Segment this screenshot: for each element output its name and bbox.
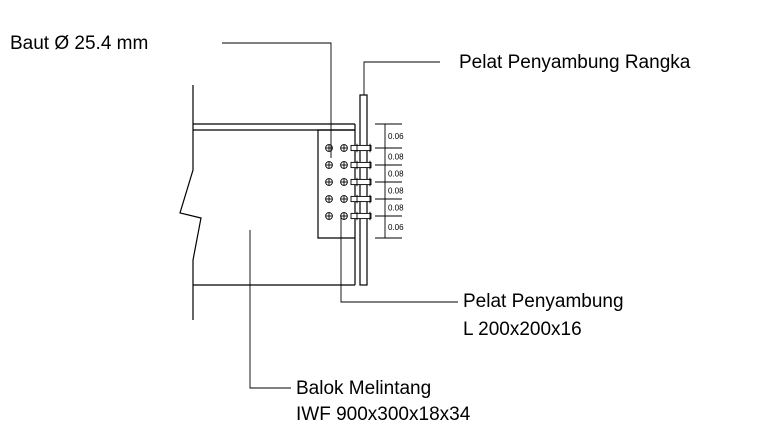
crossbeam-outline	[179, 85, 355, 320]
angle-splice-plate	[317, 124, 356, 285]
bolt-head	[340, 178, 348, 186]
bolt-head	[325, 161, 333, 169]
crossbeam-label: Balok Melintang	[296, 378, 431, 399]
dimension-label: 0.06	[388, 223, 404, 232]
bolt-head	[325, 178, 333, 186]
leader-lines	[222, 42, 458, 389]
bolt-shank	[350, 194, 372, 204]
bolt-head	[340, 195, 348, 203]
bolt-shank	[350, 177, 372, 187]
frame-plate-label: Pelat Penyambung Rangka	[459, 52, 691, 73]
dimension-label: 0.08	[388, 153, 404, 162]
frame-splice-plate	[359, 94, 368, 286]
dimension-label: 0.08	[388, 170, 404, 179]
dimension-label: 0.06	[388, 132, 404, 141]
splice-plate-label: Pelat Penyambung	[463, 291, 624, 312]
dimension-stack: 0.06 0.08 0.08 0.08 0.08 0.06	[375, 123, 404, 239]
bolt-label: Baut Ø 25.4 mm	[10, 33, 148, 54]
splice-plate-size-label: L 200x200x16	[463, 319, 582, 340]
bolt-head	[340, 212, 348, 220]
bolt-head	[325, 212, 333, 220]
dimension-label: 0.08	[388, 204, 404, 213]
bolt-head	[340, 144, 348, 152]
bolt-head	[325, 195, 333, 203]
bolt-shank	[350, 211, 372, 221]
bolt-group	[325, 143, 372, 221]
dimension-label: 0.08	[388, 187, 404, 196]
bolt-head	[340, 161, 348, 169]
bolt-shank	[350, 160, 372, 170]
crossbeam-size-label: IWF 900x300x18x34	[296, 404, 471, 425]
bolt-shank	[350, 143, 372, 153]
